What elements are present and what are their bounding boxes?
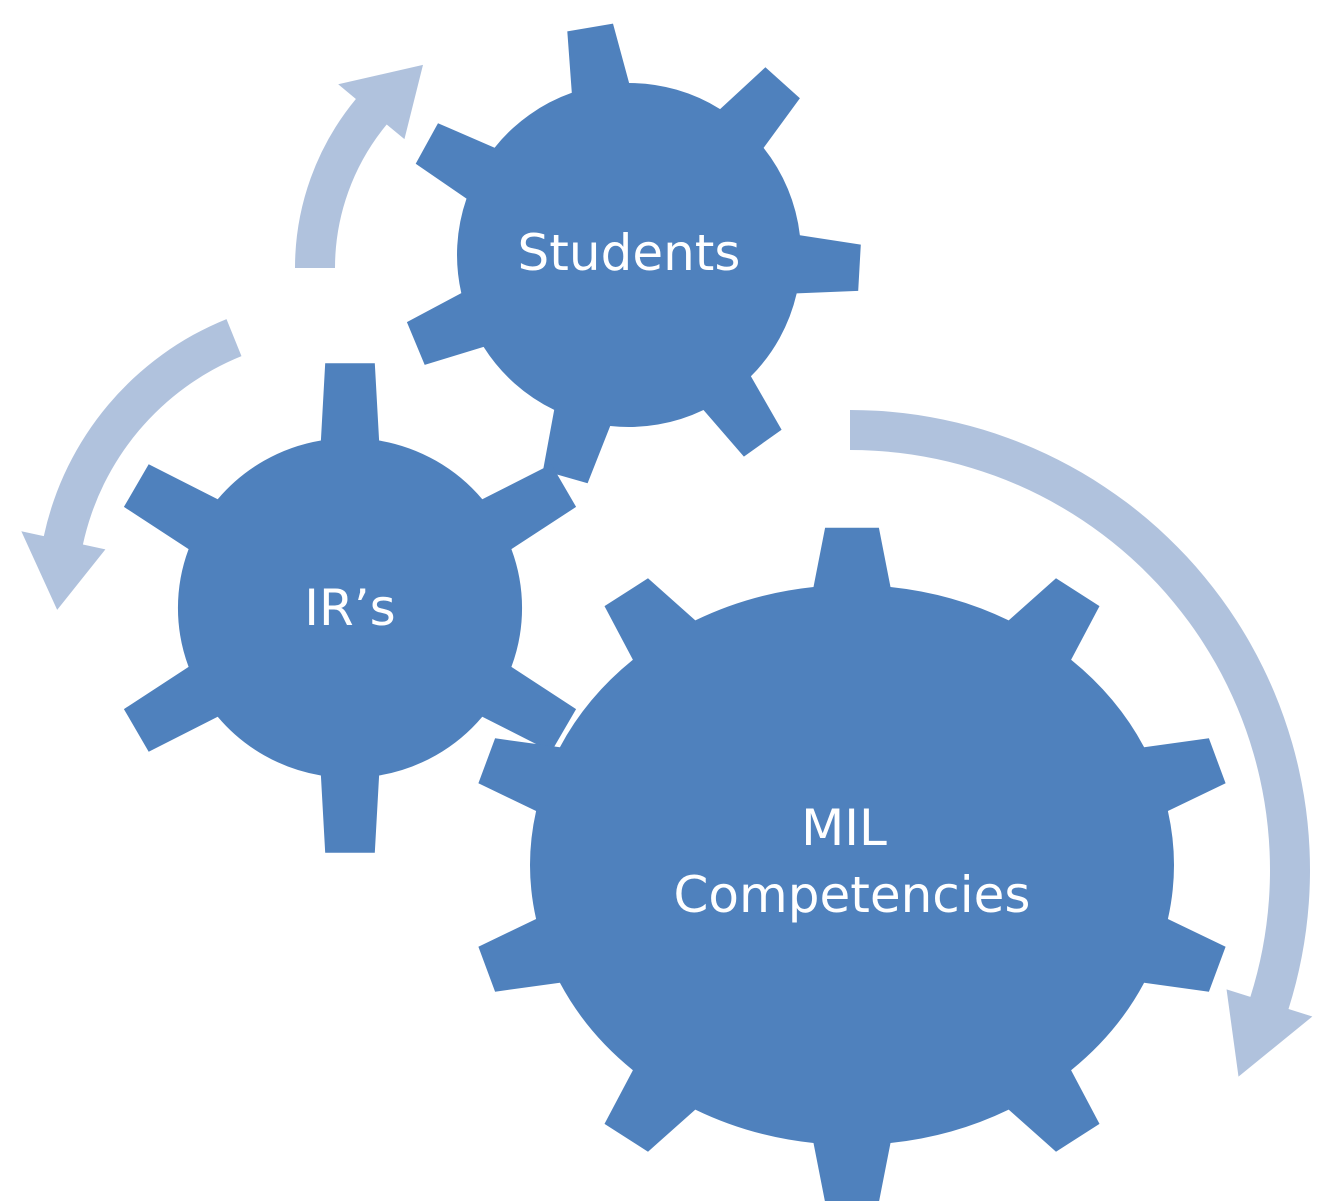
- gear-irs-label: IR’s: [304, 579, 395, 637]
- gear-irs-shape: [123, 363, 577, 853]
- gear-irs: IR’s: [123, 363, 577, 853]
- cycle-arrow-right: [850, 410, 1313, 1077]
- cycle-arrow-left: [21, 319, 242, 610]
- gear-mil-label: MIL Competencies: [674, 799, 1031, 924]
- gear-mil-competencies: MIL Competencies: [478, 527, 1226, 1201]
- cycle-arrow-top: [295, 64, 423, 268]
- gear-students-shape: [406, 23, 861, 484]
- gear-students-label: Students: [518, 224, 741, 282]
- gear-students: Students: [406, 23, 861, 484]
- gear-mil-shape: [478, 527, 1226, 1201]
